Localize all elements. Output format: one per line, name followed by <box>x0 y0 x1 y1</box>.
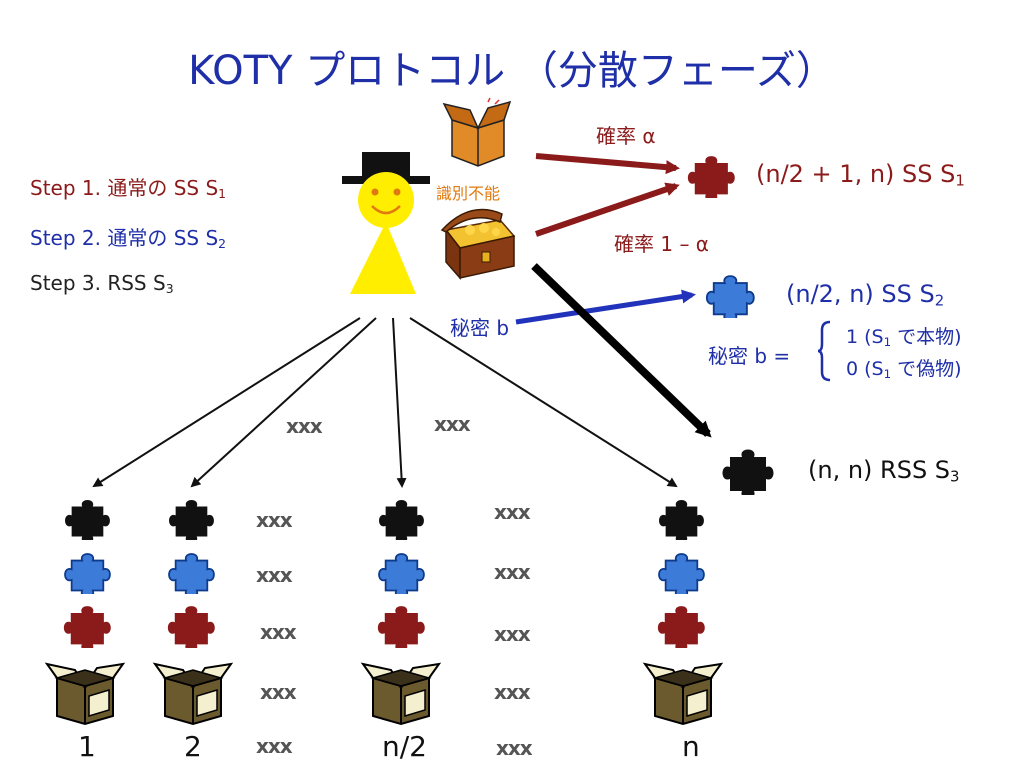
arrow-prob-alpha <box>535 153 680 175</box>
arrow-to-party-n-half <box>392 317 407 488</box>
puzzle-piece-icon <box>687 156 735 198</box>
prob-one-minus-alpha-label: 確率 1 – α <box>614 232 709 256</box>
party-label-1: 1 <box>78 730 96 763</box>
ellipsis-mark: xxx <box>496 736 533 760</box>
secret-def-line-1: 1 (S1 で本物) <box>846 326 962 349</box>
party-label-n: n <box>682 730 700 763</box>
party-2-shares <box>153 499 233 726</box>
secret-def-line-0: 0 (S1 で偽物) <box>846 358 962 381</box>
share-s2-label: (n/2, n) SS S2 <box>786 280 945 310</box>
party-label-2: 2 <box>184 730 202 763</box>
arrow-rss <box>531 263 712 438</box>
step-3-label: Step 3. RSS S3 <box>30 271 174 297</box>
ellipsis-mark: xxx <box>494 500 531 524</box>
ellipsis-mark: xxx <box>260 620 297 644</box>
prob-alpha-label: 確率 α <box>596 124 656 148</box>
arrow-to-party-2 <box>190 317 377 488</box>
open-box-icon <box>442 97 512 167</box>
step-1-label: Step 1. 通常の SS S1 <box>30 176 227 202</box>
arrow-to-party-n <box>409 317 678 488</box>
ellipsis-mark: xxx <box>494 560 531 584</box>
ellipsis-mark: xxx <box>256 734 293 758</box>
party-label-n-half: n/2 <box>382 730 427 763</box>
party-n-half-shares <box>361 499 441 726</box>
ellipsis-mark: xxx <box>256 563 293 587</box>
indistinguishable-label: 識別不能 <box>436 184 501 203</box>
secret-def-lhs: 秘密 b = <box>708 344 791 368</box>
ellipsis-mark: xxx <box>494 680 531 704</box>
step-2-label: Step 2. 通常の SS S2 <box>30 226 227 252</box>
puzzle-piece-icon <box>705 275 755 318</box>
share-s3-label: (n, n) RSS S3 <box>808 456 960 486</box>
share-s1-label: (n/2 + 1, n) SS S1 <box>756 160 965 190</box>
arrow-to-party-1 <box>92 317 361 488</box>
arrow-secret-b <box>515 289 696 325</box>
ellipsis-mark: xxx <box>256 508 293 532</box>
puzzle-piece-icon <box>722 449 774 495</box>
party-n-shares <box>643 499 723 726</box>
brace-icon <box>818 320 831 382</box>
treasure-chest-icon <box>440 208 516 280</box>
ellipsis-mark: xxx <box>260 680 297 704</box>
ellipsis-mark: xxx <box>286 414 323 438</box>
secret-b-label: 秘密 b <box>450 316 510 340</box>
ellipsis-mark: xxx <box>434 412 471 436</box>
arrow-prob-1-minus-alpha <box>535 182 680 237</box>
party-1-shares <box>45 499 125 726</box>
ellipsis-mark: xxx <box>494 622 531 646</box>
dealer-icon <box>342 152 430 294</box>
page-title: KOTY プロトコル （分散フェーズ） <box>188 48 836 94</box>
